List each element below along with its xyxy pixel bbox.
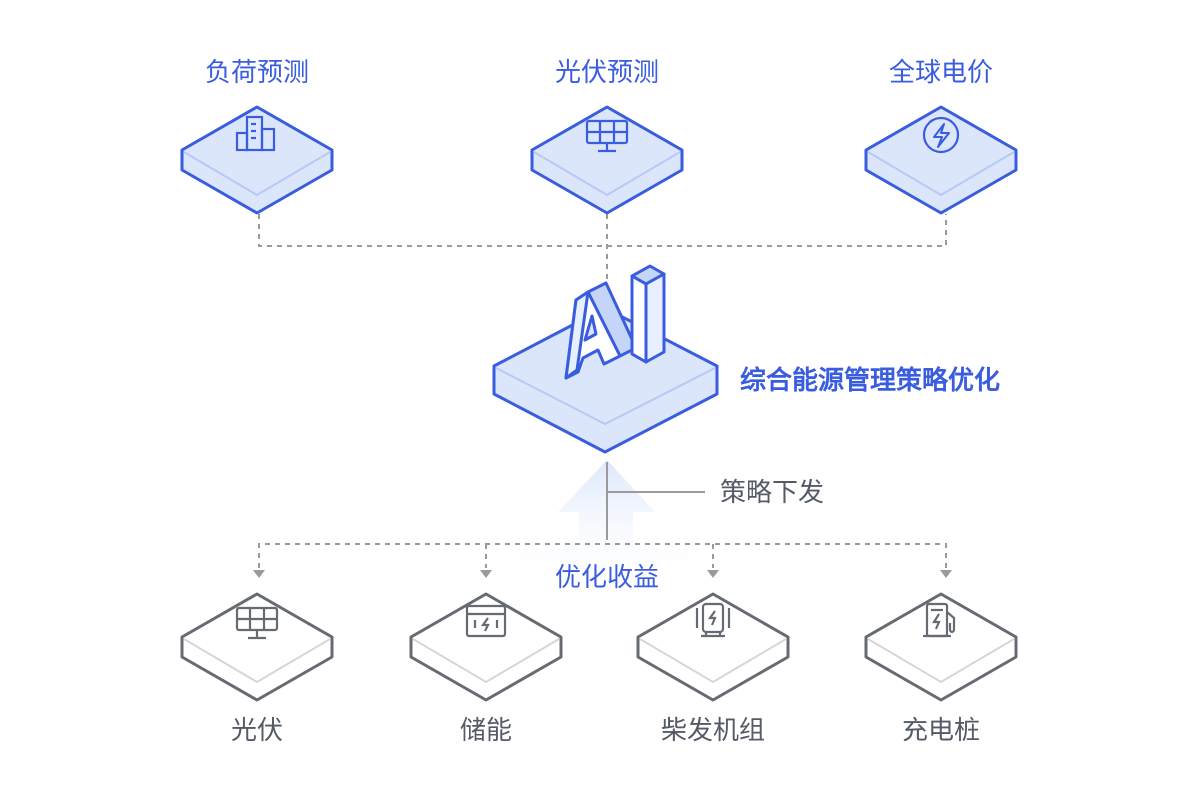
output-label-charger: 充电桩: [901, 716, 981, 746]
building-icon: [235, 115, 276, 152]
load-forecast-tile: [180, 105, 334, 215]
pv-forecast-tile: [530, 105, 684, 215]
input-label-electricity-price: 全球电价: [888, 58, 994, 88]
benefit-arrow: [400, 460, 810, 592]
output-arrowheads: [253, 570, 952, 578]
strategy-annotation: 策略下发: [720, 478, 825, 508]
solar-panel-icon: [585, 119, 629, 153]
battery-storage-icon: [465, 604, 507, 638]
pv-output-tile: [180, 592, 334, 702]
electricity-price-tile: [864, 105, 1018, 215]
input-label-pv-forecast: 光伏预测: [554, 58, 660, 88]
strategy-connector: [606, 462, 705, 540]
core-label: 综合能源管理策略优化: [740, 366, 1001, 396]
output-label-diesel: 柴发机组: [660, 716, 766, 746]
input-label-load-forecast: 负荷预测: [204, 58, 310, 88]
diesel-output-tile: [636, 592, 790, 702]
storage-output-tile: [409, 592, 563, 702]
ai-platform: [492, 264, 719, 454]
charging-pile-icon: [923, 602, 956, 638]
diesel-generator-icon: [695, 602, 731, 638]
output-connectors: [258, 543, 947, 568]
output-label-storage: 储能: [459, 716, 513, 746]
charger-output-tile: [864, 592, 1018, 702]
solar-panel-icon: [235, 606, 279, 640]
lightning-icon: [922, 116, 960, 154]
output-label-pv: 光伏: [230, 716, 284, 746]
benefit-annotation: 优化收益: [554, 563, 660, 593]
ai-block-icon: [564, 264, 666, 380]
